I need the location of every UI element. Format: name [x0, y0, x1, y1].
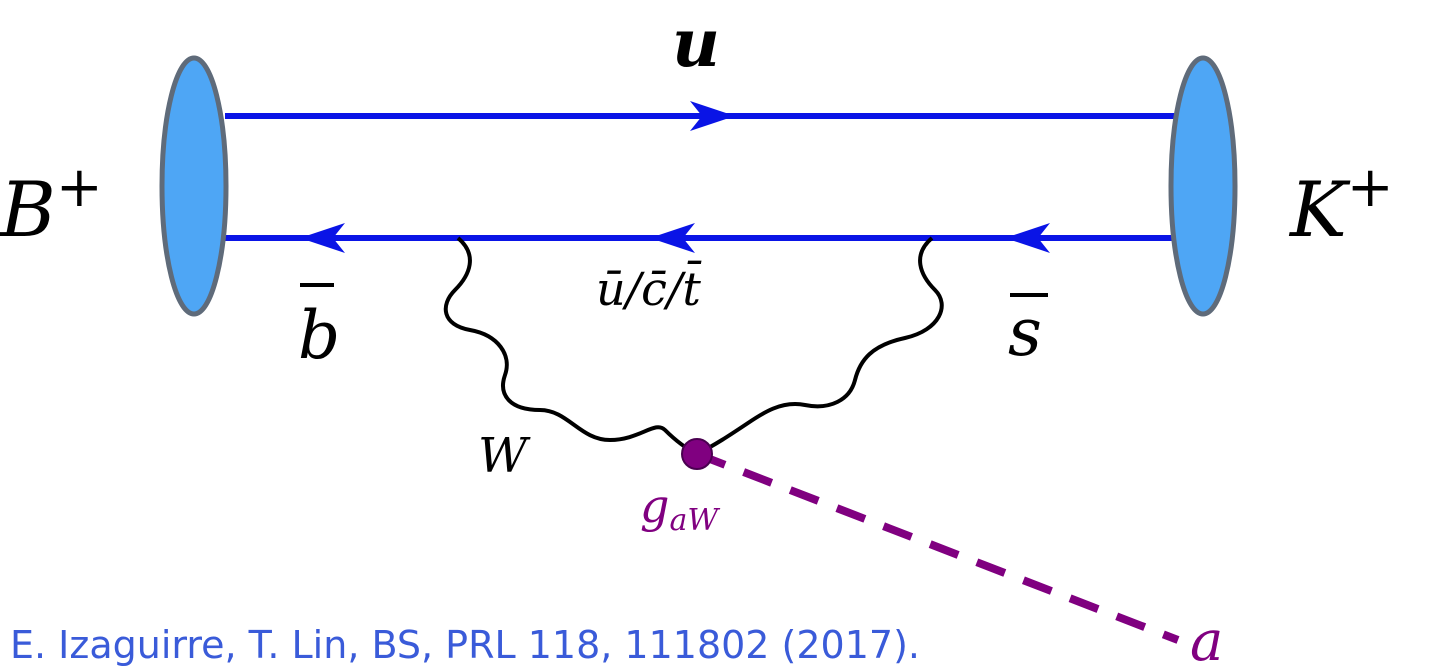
w-boson-right: [696, 236, 944, 456]
arrow-left-sbar: [1005, 223, 1050, 253]
label-coupling: gaW: [640, 479, 720, 538]
meson-k-plus-blob: [1168, 55, 1238, 317]
label-loop-quarks: ū/c̄/t̄: [596, 259, 702, 316]
meson-b-plus-blob: [159, 55, 229, 317]
axion-line: [695, 450, 1180, 644]
label-quark-sbar: s: [1008, 294, 1042, 371]
citation-text: E. Izaguirre, T. Lin, BS, PRL 118, 11180…: [10, 623, 920, 667]
label-axion: a: [1190, 609, 1223, 669]
label-w-boson: W: [478, 428, 531, 484]
arrow-right-u: [690, 101, 735, 131]
label-quark-u: u: [672, 4, 720, 82]
arrow-left-loop: [650, 223, 695, 253]
label-quark-bbar: b: [298, 297, 340, 374]
arrow-left-bbar: [300, 223, 345, 253]
w-boson-left: [443, 236, 698, 456]
label-b-plus: B+: [0, 155, 103, 254]
label-k-plus: K+: [1288, 155, 1394, 254]
vertex-dot: [681, 438, 713, 470]
